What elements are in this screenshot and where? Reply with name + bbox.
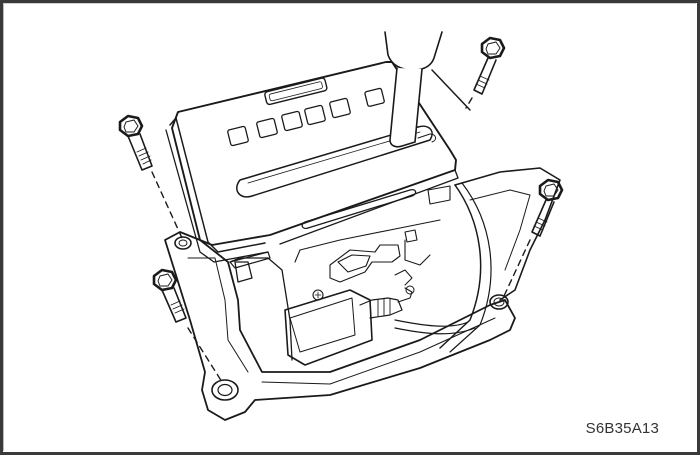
figure-code-label: S6B35A13 xyxy=(585,420,659,437)
figure-frame: S6B35A13 xyxy=(3,3,697,452)
position-indicators xyxy=(227,87,385,147)
bolt-bottom-left xyxy=(152,268,223,383)
shift-mechanism xyxy=(294,185,451,283)
shift-lever xyxy=(384,31,471,148)
figure-inner-border xyxy=(3,3,696,451)
bolt-top-left xyxy=(118,114,183,239)
bolt-bottom-right xyxy=(503,178,564,297)
cable-guide xyxy=(394,182,492,353)
bolt-holes xyxy=(174,236,509,401)
shift-control-assembly-drawing xyxy=(118,31,564,421)
bolt-top-right xyxy=(465,36,506,109)
mounting-bolts xyxy=(118,36,564,383)
solenoid-actuator xyxy=(284,269,415,366)
